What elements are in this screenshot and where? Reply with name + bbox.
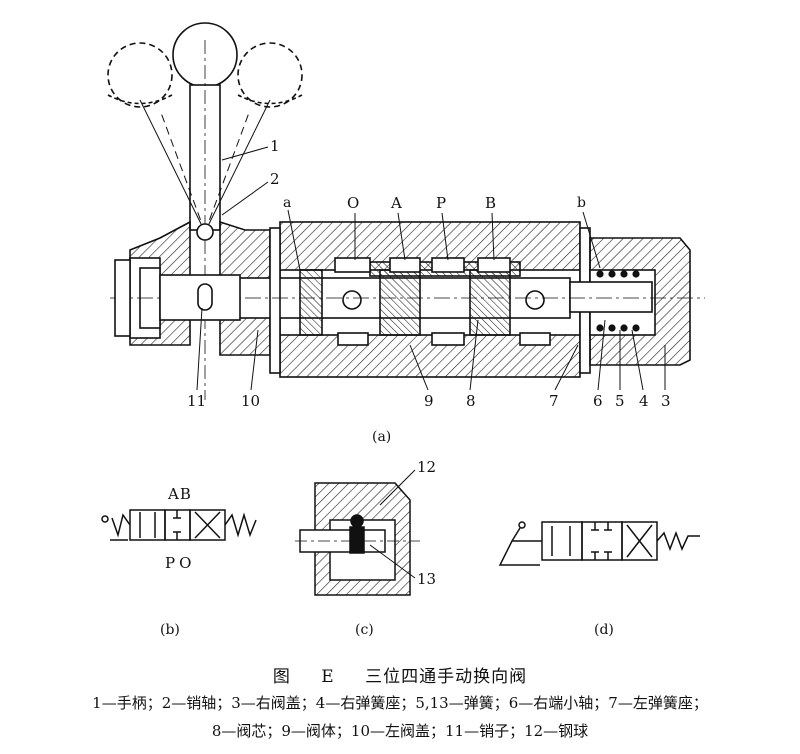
symbol-b — [101, 509, 257, 541]
callout-3: 3 — [661, 392, 671, 410]
handle-ball-right — [237, 42, 303, 108]
callout-11: 11 — [187, 392, 207, 410]
valve-section-a — [107, 22, 705, 400]
legend-line-1: 1—手柄；2—销轴；3—右阀盖；4—右弹簧座；5,13—弹簧；6—右端小轴；7—… — [92, 694, 708, 712]
port-label-b: B — [485, 194, 497, 212]
figure-prefix: 图 — [272, 667, 291, 687]
port-label-p: P — [436, 194, 447, 212]
pin — [197, 283, 213, 311]
detent-c — [295, 469, 420, 596]
symbol-b-ports-bottom: PO — [165, 554, 196, 572]
pin-axle — [196, 223, 214, 241]
chamber-label-b: b — [577, 195, 586, 211]
callout-5: 5 — [615, 392, 625, 410]
steel-ball — [350, 514, 364, 528]
port-label-a: A — [391, 194, 402, 212]
callout-7: 7 — [549, 392, 559, 410]
callout-2: 2 — [270, 170, 280, 188]
callout-1: 1 — [270, 137, 280, 155]
callout-9: 9 — [424, 392, 434, 410]
callout-6: 6 — [593, 392, 603, 410]
chamber-label-a: a — [283, 195, 292, 211]
figure-number: E — [321, 667, 335, 687]
right-spring — [596, 270, 640, 332]
callout-4: 4 — [639, 392, 649, 410]
subfigure-caption-b: (b) — [160, 622, 180, 638]
port-label-o: O — [347, 194, 360, 212]
callout-8: 8 — [466, 392, 476, 410]
symbol-d — [498, 521, 700, 566]
figure-title: 图 E 三位四通手动换向阀 — [0, 662, 800, 687]
callout-12: 12 — [417, 458, 437, 476]
handle-ball-left — [107, 42, 173, 108]
subfigure-caption-c: (c) — [355, 622, 374, 638]
callout-13: 13 — [417, 570, 437, 588]
legend-line-2: 8—阀芯；9—阀体；10—左阀盖；11—销子；12—钢球 — [211, 722, 589, 740]
subfigure-caption-d: (d) — [594, 622, 614, 638]
detent-spring — [349, 526, 365, 554]
callout-10: 10 — [241, 392, 261, 410]
symbol-b-ports-top: AB — [168, 485, 192, 503]
right-small-shaft — [569, 281, 653, 313]
subfigure-caption-a: (a) — [372, 429, 392, 445]
figure-title-text: 三位四通手动换向阀 — [365, 667, 528, 687]
